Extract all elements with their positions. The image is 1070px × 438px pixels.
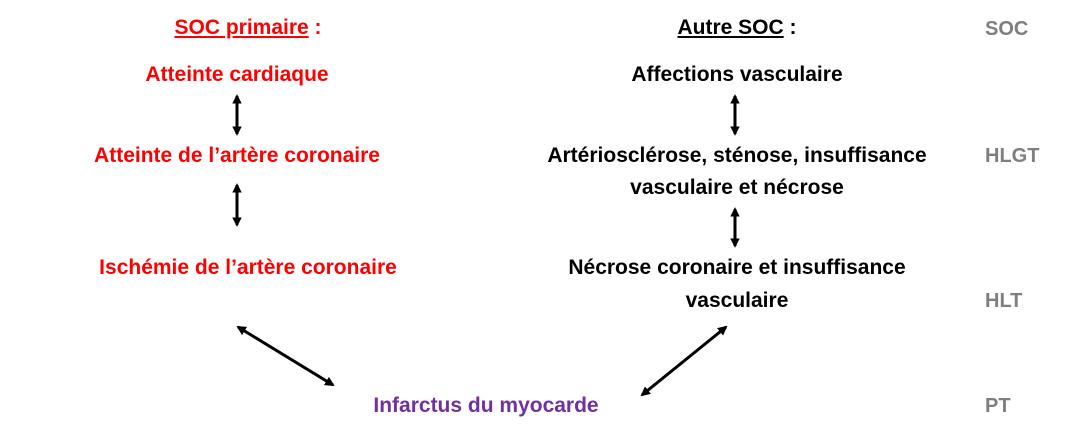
node-atteinte-artere-coronaire: Atteinte de l’artère coronaire bbox=[94, 144, 380, 167]
level-hlgt: HLGT bbox=[985, 145, 1040, 167]
arrow-right-diagonal bbox=[640, 325, 728, 397]
level-soc: SOC bbox=[985, 18, 1029, 40]
level-pt: PT bbox=[985, 395, 1011, 417]
node-infarctus-du-myocarde: Infarctus du myocarde bbox=[373, 394, 599, 417]
soc-primary-header-colon: : bbox=[308, 16, 322, 39]
node-affections-vasculaire: Affections vasculaire bbox=[631, 63, 843, 86]
soc-primary-header: SOC primaire : bbox=[174, 12, 321, 44]
node-arteriosclerose-line2: vasculaire et nécrose bbox=[630, 176, 844, 199]
node-arteriosclerose-line1: Artériosclérose, sténose, insuffisance bbox=[547, 144, 927, 167]
node-necrose-coronaire-line1: Nécrose coronaire et insuffisance bbox=[568, 256, 906, 279]
arrow-left-diagonal bbox=[236, 325, 335, 387]
autre-soc-header-label: Autre SOC bbox=[677, 16, 784, 39]
node-atteinte-cardiaque: Atteinte cardiaque bbox=[145, 63, 329, 86]
node-necrose-coronaire-line2: vasculaire bbox=[685, 289, 789, 312]
autre-soc-header-colon: : bbox=[783, 16, 797, 39]
soc-primary-header-label: SOC primaire bbox=[174, 16, 309, 39]
node-ischemie-artere-coronaire: Ischémie de l’artère coronaire bbox=[99, 256, 397, 279]
autre-soc-header: Autre SOC : bbox=[677, 12, 796, 44]
level-hlt: HLT bbox=[985, 290, 1023, 312]
